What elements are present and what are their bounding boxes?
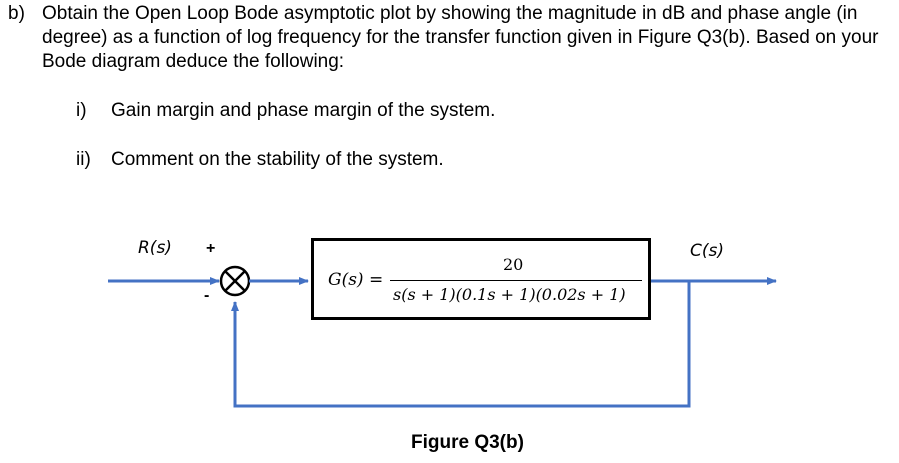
- question-text: Obtain the Open Loop Bode asymptotic plo…: [42, 3, 879, 72]
- input-label: R(s): [138, 238, 172, 258]
- figure-caption: Figure Q3(b): [411, 432, 524, 453]
- fraction-bar: [390, 280, 642, 281]
- item-1-number: i): [76, 100, 87, 121]
- item-1-text: Gain margin and phase margin of the syst…: [111, 100, 496, 121]
- plus-sign: +: [206, 240, 216, 257]
- transfer-function-block: [311, 238, 651, 320]
- question-label: b): [8, 3, 25, 24]
- feedback-path: [231, 281, 691, 408]
- minus-sign: -: [204, 287, 210, 304]
- summing-junction-icon: [219, 265, 251, 297]
- output-label: C(s): [690, 241, 724, 261]
- item-2-number: ii): [76, 149, 91, 170]
- transfer-function-lhs: G(s) =: [328, 270, 384, 290]
- item-2-text: Comment on the stability of the system.: [111, 149, 444, 170]
- transfer-function-denominator: s(s + 1)(0.1s + 1)(0.02s + 1): [393, 285, 626, 304]
- transfer-function-numerator: 20: [503, 255, 524, 274]
